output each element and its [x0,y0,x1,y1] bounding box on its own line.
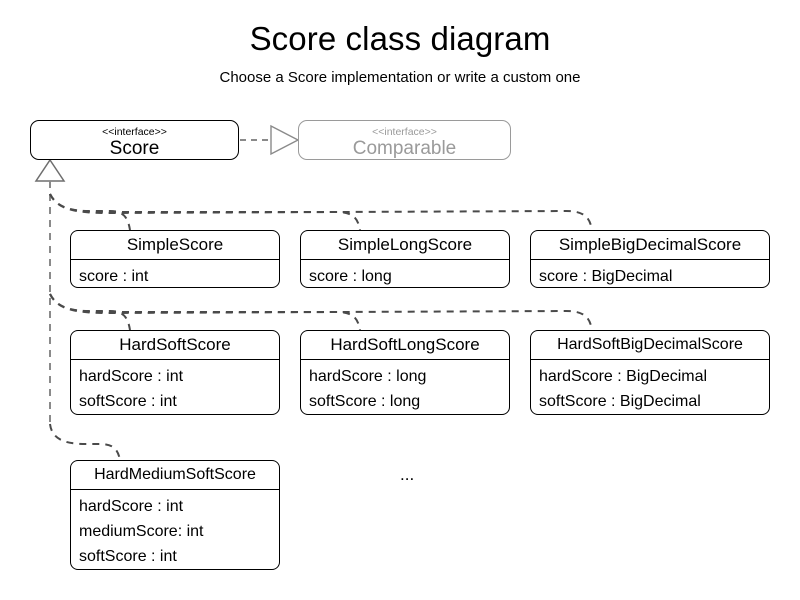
branch-to-simplebigdecimalscore [49,193,593,231]
class-attribute: score : long [309,268,392,285]
interface-box-comparable[interactable]: <<interface>> Comparable [298,120,511,160]
class-attribute: hardScore : int [79,498,184,515]
inheritance-branches-row2 [49,293,593,331]
class-attributes: score : BigDecimal [531,260,769,287]
class-name: HardSoftBigDecimalScore [531,331,769,360]
class-attributes: score : int [71,260,279,287]
class-name: HardMediumSoftScore [71,461,279,490]
stereotype-label: <<interface>> [102,126,167,138]
branch-to-hardsoftbigdecimalscore [49,293,593,331]
class-attribute: mediumScore: int [79,523,204,540]
branch-to-simplescore [49,193,131,231]
class-attribute: softScore : int [79,548,177,565]
class-attribute: hardScore : int [79,368,184,385]
class-box-simplelongscore[interactable]: SimpleLongScore score : long [300,230,510,288]
class-attribute: softScore : int [79,393,177,410]
class-attribute: score : BigDecimal [539,268,673,285]
realization-arrowhead-icon [270,124,300,156]
branch-to-hardsoftscore [49,293,131,331]
class-attribute: hardScore : long [309,368,427,385]
interface-name: Score [109,138,160,159]
class-attribute: hardScore : BigDecimal [539,368,708,385]
class-name: SimpleScore [71,231,279,260]
class-attributes: hardScore : int softScore : int [71,360,279,414]
class-box-simplebigdecimalscore[interactable]: SimpleBigDecimalScore score : BigDecimal [530,230,770,288]
class-name: SimpleLongScore [301,231,509,260]
class-box-hardmediumsoftscore[interactable]: HardMediumSoftScore hardScore : int medi… [70,460,280,570]
class-attribute: softScore : long [309,393,421,410]
more-classes-indicator: ... [400,465,415,484]
generalization-arrowhead-icon [34,158,66,182]
stereotype-label: <<interface>> [372,126,437,138]
class-attributes: hardScore : int mediumScore: int softSco… [71,490,279,569]
realization-score-to-comparable [240,124,300,156]
page-title: Score class diagram [249,20,551,57]
page-subtitle: Choose a Score implementation or write a… [219,69,581,86]
class-box-simplescore[interactable]: SimpleScore score : int [70,230,280,288]
class-box-hardsoftlongscore[interactable]: HardSoftLongScore hardScore : long softS… [300,330,510,415]
class-name: HardSoftScore [71,331,279,360]
class-name: HardSoftLongScore [301,331,509,360]
class-attributes: hardScore : BigDecimal softScore : BigDe… [531,360,769,414]
class-name: SimpleBigDecimalScore [531,231,769,260]
inheritance-branches-row1 [49,193,593,231]
branch-to-hardmediumsoftscore [49,423,121,461]
class-box-hardsoftscore[interactable]: HardSoftScore hardScore : int softScore … [70,330,280,415]
interface-name: Comparable [352,138,457,159]
class-attributes: hardScore : long softScore : long [301,360,509,414]
class-box-hardsoftbigdecimalscore[interactable]: HardSoftBigDecimalScore hardScore : BigD… [530,330,770,415]
class-attribute: softScore : BigDecimal [539,393,701,410]
interface-box-score[interactable]: <<interface>> Score [30,120,239,160]
class-attributes: score : long [301,260,509,287]
class-attribute: score : int [79,268,149,285]
